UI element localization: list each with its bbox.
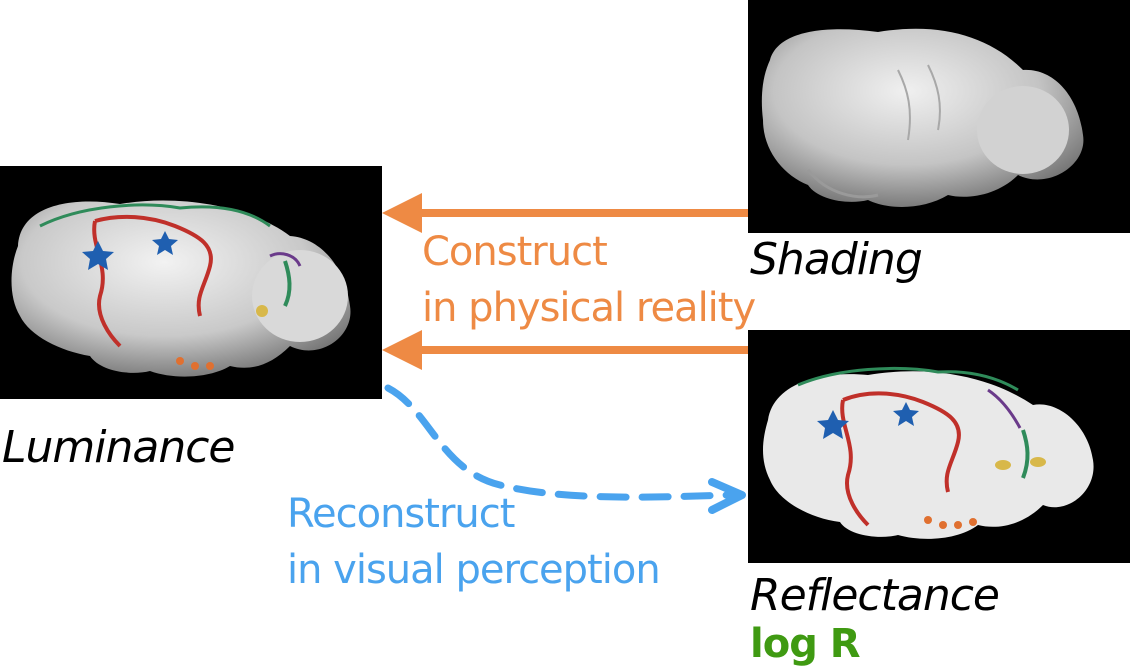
- luminance-caption: Luminance: [2, 422, 235, 473]
- construct-arrow-bottom: [382, 330, 748, 370]
- reconstruct-label-line1: Reconstruct: [287, 491, 515, 537]
- luminance-image: [0, 166, 382, 399]
- construct-label: Construct in physical reality: [422, 224, 756, 336]
- construct-label-line2: in physical reality: [422, 285, 756, 331]
- reflectance-caption: Reflectance: [750, 570, 1000, 621]
- shading-figurine: [761, 28, 1084, 207]
- shading-caption: Shading: [750, 234, 923, 285]
- reconstruct-label: Reconstruct in visual perception: [287, 486, 661, 598]
- luminance-figurine: [11, 200, 351, 377]
- construct-label-line1: Construct: [422, 229, 608, 275]
- reconstruct-label-line2: in visual perception: [287, 547, 661, 593]
- reflectance-figurine: [763, 366, 1094, 539]
- reflectance-image: [748, 330, 1130, 563]
- shading-image: [748, 0, 1130, 233]
- log-r-label: log R: [750, 621, 861, 667]
